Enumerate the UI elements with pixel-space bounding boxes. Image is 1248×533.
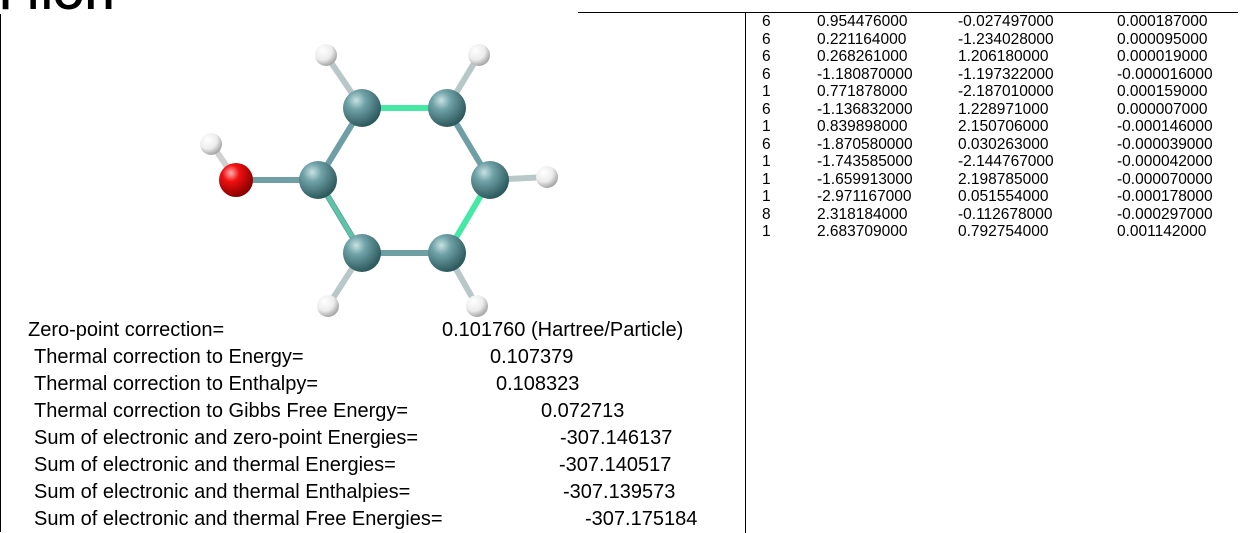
atomic-number: 8	[762, 205, 771, 223]
thermo-row-value: -307.146137	[560, 427, 673, 449]
atomic-number: 6	[762, 100, 771, 118]
y-coordinate: -1.234028000	[958, 30, 1054, 48]
x-coordinate: -1.136832000	[817, 100, 913, 118]
x-coordinate: -1.743585000	[817, 153, 913, 170]
thermo-row-value: 0.072713	[541, 400, 625, 422]
y-coordinate: -2.144767000	[958, 153, 1054, 170]
y-coordinate: 1.206180000	[958, 48, 1049, 65]
x-coordinate: -1.180870000	[817, 65, 913, 83]
z-coordinate: 0.000187000	[1117, 13, 1208, 30]
y-coordinate: 0.792754000	[958, 223, 1049, 240]
carbon-atom	[343, 234, 381, 272]
thermo-row-value: 0.108323	[496, 373, 580, 395]
x-coordinate: 2.683709000	[817, 223, 908, 240]
atomic-number: 1	[762, 118, 771, 135]
z-coordinate: -0.000070000	[1117, 170, 1213, 188]
carbon-atom	[428, 234, 466, 272]
y-coordinate: -0.112678000	[958, 205, 1053, 223]
carbon-atom	[428, 89, 466, 127]
y-coordinate: 2.198785000	[958, 170, 1049, 188]
y-coordinate: -0.027497000	[958, 13, 1054, 30]
carbon-atom	[299, 161, 337, 199]
atoms	[200, 44, 558, 317]
atomic-number: 1	[762, 188, 771, 205]
atomic-number: 6	[762, 65, 771, 83]
thermo-row-value: -307.175184	[585, 508, 698, 530]
x-coordinate: -2.971167000	[817, 188, 912, 205]
z-coordinate: 0.001142000	[1117, 223, 1207, 240]
x-coordinate: -1.870580000	[817, 135, 913, 153]
y-coordinate: 0.051554000	[958, 188, 1049, 205]
data-table: Zero-point correction= 0.101760 (Hartree…	[0, 12, 1238, 533]
z-coordinate: -0.000016000	[1117, 65, 1213, 83]
atomic-number: 1	[762, 170, 771, 188]
hydrogen-atom	[315, 44, 337, 66]
molecule-cell: Zero-point correction= 0.101760 (Hartree…	[1, 13, 746, 533]
carbon-atom	[343, 89, 381, 127]
x-coordinate: 0.221164000	[817, 30, 907, 48]
atomic-number: 1	[762, 223, 771, 240]
hydrogen-atom	[536, 166, 558, 188]
z-coordinate: -0.000297000	[1117, 205, 1213, 223]
atomic-number: 6	[762, 30, 771, 48]
thermo-row-value: -307.140517	[559, 454, 672, 476]
thermo-row-value: 0.107379	[490, 346, 574, 368]
y-coordinate: 1.228971000	[958, 100, 1049, 118]
title-underline-gap	[0, 12, 578, 14]
z-coordinate: -0.000146000	[1117, 118, 1213, 135]
z-coordinate: -0.000042000	[1117, 153, 1213, 170]
carbon-atom	[471, 161, 509, 199]
z-coordinate: 0.000019000	[1117, 48, 1208, 65]
thermo-row-label: Sum of electronic and thermal Enthalpies…	[34, 481, 411, 503]
z-coordinate: -0.000039000	[1117, 135, 1213, 153]
x-coordinate: 2.318184000	[817, 205, 908, 223]
x-coordinate: 0.954476000	[817, 13, 908, 30]
z-coordinate: 0.000007000	[1117, 100, 1208, 118]
phenol-molecule-image	[200, 44, 558, 317]
atomic-number: 6	[762, 13, 771, 30]
z-coordinate: 0.000095000	[1117, 30, 1208, 48]
x-coordinate: 0.771878000	[817, 83, 908, 100]
x-coordinate: 0.268261000	[817, 48, 908, 65]
oxygen-atom	[219, 163, 253, 197]
thermo-row-label: Thermal correction to Enthalpy=	[34, 373, 319, 395]
hydrogen-atom	[466, 295, 488, 317]
atomic-number: 1	[762, 83, 771, 100]
thermo-row-label: Sum of electronic and thermal Free Energ…	[34, 508, 443, 530]
thermo-row-label: Sum of electronic and zero-point Energie…	[34, 427, 419, 449]
z-coordinate: -0.000178000	[1117, 188, 1213, 205]
y-coordinate: -1.197322000	[958, 65, 1054, 83]
atomic-number: 6	[762, 135, 771, 153]
thermo-row-label: Zero-point correction=	[28, 319, 225, 341]
atomic-number: 6	[762, 48, 771, 65]
hydrogen-atom	[468, 44, 490, 66]
thermo-row-value: 0.101760 (Hartree/Particle)	[442, 319, 684, 341]
thermo-row-label: Thermal correction to Energy=	[34, 346, 304, 368]
thermo-row-label: Sum of electronic and thermal Energies=	[34, 454, 396, 476]
hydrogen-atom	[317, 295, 339, 317]
y-coordinate: 2.150706000	[958, 118, 1049, 135]
atomic-number: 1	[762, 153, 771, 170]
x-coordinate: 0.839898000	[817, 118, 908, 135]
thermo-row-label: Thermal correction to Gibbs Free Energy=	[34, 400, 409, 422]
x-coordinate: -1.659913000	[817, 170, 913, 188]
z-coordinate: 0.000159000	[1117, 83, 1208, 100]
y-coordinate: -2.187010000	[958, 83, 1054, 100]
hydrogen-atom	[200, 133, 222, 155]
thermo-row-value: -307.139573	[563, 481, 676, 503]
y-coordinate: 0.030263000	[958, 135, 1049, 153]
